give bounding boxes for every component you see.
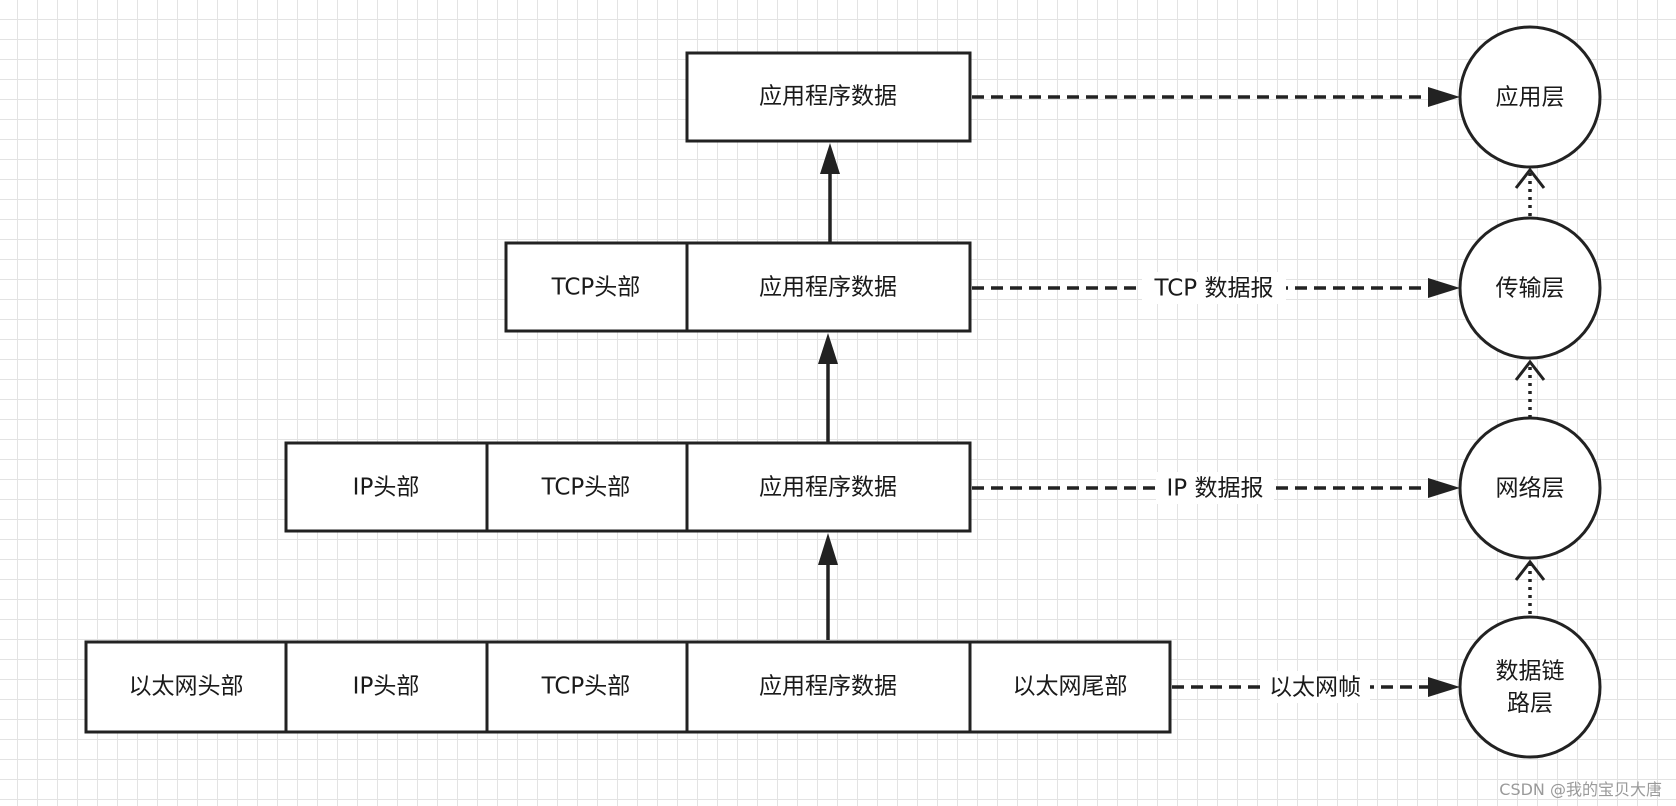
frame-tcp: TCP头部 应用程序数据 [504,241,972,333]
layer-transport-circle [1458,216,1602,360]
cell-ip-header-label: IP头部 [353,475,420,501]
edge-app-head [1428,87,1460,107]
layer-network: 网络层 [1458,416,1602,560]
layer-application-circle [1458,25,1602,169]
cell-tcp-header [504,241,689,333]
edge-eth-to-datalink: 以太网帧 [1172,671,1460,703]
arrow-tcp-to-app-head [820,143,840,174]
layer-transport-label: 传输层 [1496,276,1565,302]
arrow-transport-to-application-head [1514,167,1546,189]
edge-eth-label-bg [1260,671,1370,703]
cell-eth-trailer [968,640,1172,734]
arrow-ip-to-tcp-head [818,333,838,364]
cell-app-data [685,51,972,143]
layer-network-circle [1458,416,1602,560]
cell-tcp-header [485,441,689,533]
cell-eth-header [84,640,288,734]
edge-tcp-label: TCP 数据报 [1154,276,1274,302]
cell-app-data-label: 应用程序数据 [759,475,897,501]
cell-app-data [685,441,972,533]
layer-application-label: 应用层 [1496,85,1565,111]
cell-app-data-label: 应用程序数据 [759,275,897,301]
arrow-network-to-transport-head [1514,359,1546,381]
layer-datalink-label-line2: 路层 [1507,691,1553,717]
frame-app: 应用程序数据 [685,51,972,143]
cell-ip-header-label: IP头部 [353,674,420,700]
edge-tcp-head [1428,278,1460,298]
edge-eth-label: 以太网帧 [1269,675,1361,701]
cell-ip-header [284,640,489,734]
layer-application: 应用层 [1458,25,1602,169]
arrow-datalink-to-network-head [1514,559,1546,581]
cell-app-data-label: 应用程序数据 [759,84,897,110]
cell-eth-trailer-label: 以太网尾部 [1013,674,1128,700]
layer-datalink: 数据链 路层 [1458,615,1602,759]
edge-ip-head [1428,478,1460,498]
layer-datalink-label-line1: 数据链 [1496,659,1565,685]
cell-tcp-header-label: TCP头部 [541,475,631,501]
cell-app-data [685,241,972,333]
edge-tcp-label-bg [1142,272,1286,304]
cell-tcp-header-label: TCP头部 [551,275,641,301]
layer-network-label: 网络层 [1496,476,1565,502]
watermark: CSDN @我的宝贝大唐 [1499,780,1662,799]
frame-ip: IP头部 TCP头部 应用程序数据 [284,441,972,533]
cell-tcp-header-label: TCP头部 [541,674,631,700]
edge-tcp-to-transport: TCP 数据报 [972,272,1460,304]
frame-eth: 以太网头部 IP头部 TCP头部 应用程序数据 以太网尾部 [84,640,1172,734]
edge-ip-to-network: IP 数据报 [972,472,1460,504]
edge-app-to-application [972,87,1460,107]
edge-ip-label-bg [1156,472,1274,504]
cell-eth-header-label: 以太网头部 [129,674,244,700]
cell-app-data [685,640,972,734]
edge-eth-head [1428,677,1460,697]
layer-datalink-circle [1458,615,1602,759]
cell-app-data-label: 应用程序数据 [759,674,897,700]
arrow-eth-to-ip-head [818,533,838,565]
edge-ip-label: IP 数据报 [1167,476,1264,502]
layer-transport: 传输层 [1458,216,1602,360]
